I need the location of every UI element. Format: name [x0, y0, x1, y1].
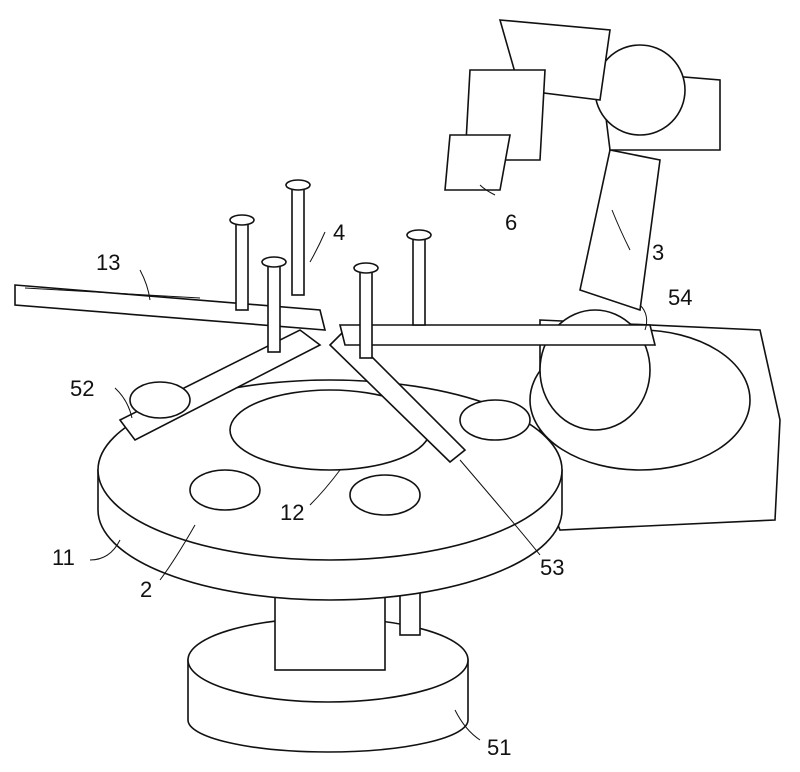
stations-2 — [129, 381, 531, 516]
posts — [229, 179, 432, 359]
label-51: 13 — [96, 250, 120, 275]
label-3: 3 — [652, 240, 664, 265]
label-12: 12 — [280, 500, 304, 525]
label-13: 51 — [487, 735, 511, 760]
label-2: 2 — [140, 577, 152, 602]
label-53: 53 — [540, 555, 564, 580]
label-4: 4 — [333, 220, 345, 245]
label-54: 54 — [668, 285, 692, 310]
label-6: 6 — [505, 210, 517, 235]
leader-lines — [89, 184, 648, 741]
arm-51 — [14, 284, 327, 331]
label-11: 11 — [52, 545, 75, 570]
arm-53 — [328, 328, 467, 464]
arm-54 — [338, 324, 657, 346]
label-52: 52 — [70, 376, 94, 401]
